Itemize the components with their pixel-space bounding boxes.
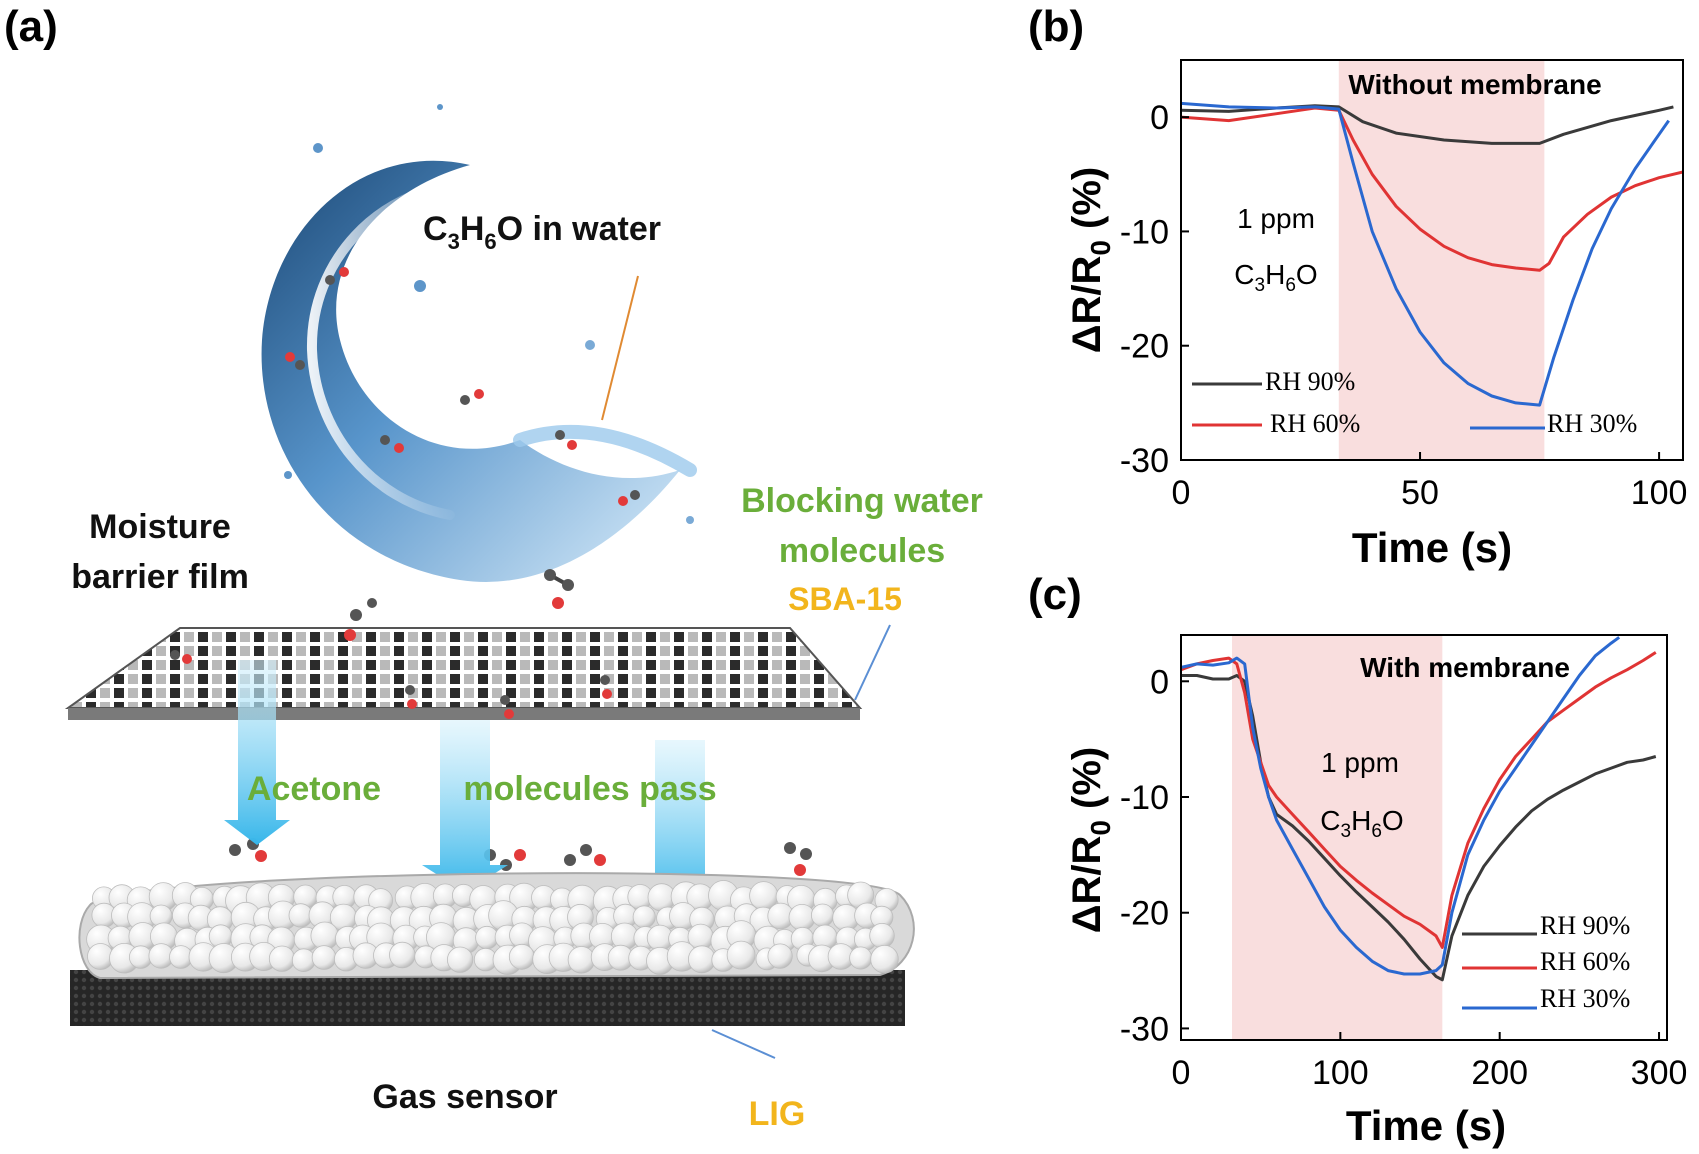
c-x-tick-label: 200 — [1471, 1054, 1528, 1092]
moisture-barrier-label-line1: Moisture — [89, 508, 231, 546]
b-x-tick-label: 50 — [1401, 474, 1439, 512]
moisture-barrier-film-mesh — [64, 627, 863, 720]
lig-label: LIG — [749, 1095, 806, 1133]
chart-b-frame — [1180, 59, 1684, 461]
c-y-tick-label: -10 — [1120, 779, 1169, 817]
chart-c-legend: RH 90% RH 60% RH 30% — [1462, 911, 1630, 1013]
blocking-water-label-line1: Blocking water — [741, 482, 983, 520]
nanoparticle — [788, 904, 816, 931]
sba15-label: SBA-15 — [788, 581, 902, 617]
chart-b-y-ticks: 0 -10 -20 -30 — [1120, 99, 1189, 480]
nanoparticle — [849, 946, 873, 970]
lig-pointer — [711, 1029, 776, 1059]
b-y-tick-label: 0 — [1150, 99, 1169, 137]
c-y-tick-label: -30 — [1120, 1010, 1169, 1048]
nanoparticle — [389, 941, 416, 969]
chart-c-annotation-conc: 1 ppm — [1321, 747, 1399, 778]
c-x-tick-label: 0 — [1172, 1054, 1191, 1092]
acetone-label: Acetone — [247, 770, 381, 808]
chart-c-y-label: ΔR/R0 (%) — [1065, 747, 1116, 934]
moisture-barrier-label-line2: barrier film — [71, 558, 249, 596]
chart-b-annotation-conc: 1 ppm — [1237, 203, 1315, 234]
chart-b-x-label: Time (s) — [1352, 524, 1512, 571]
acetone-pass-arrows — [224, 660, 722, 908]
chart-c-x-label: Time (s) — [1346, 1102, 1506, 1149]
water-splash — [261, 104, 697, 582]
b-x-tick-label: 100 — [1631, 474, 1688, 512]
c-x-tick-label: 300 — [1631, 1054, 1688, 1092]
chart-c-series — [1181, 636, 1657, 982]
sba15-pointer — [854, 624, 891, 701]
chart-b-shaded-interval — [1338, 60, 1545, 460]
nanoparticle — [870, 945, 899, 974]
nanoparticle — [268, 945, 296, 972]
b-x-tick-label: 0 — [1172, 474, 1191, 512]
blocking-water-label-line2: molecules — [779, 532, 945, 570]
chart-c-annotation-gas: C3H6O — [1320, 805, 1403, 842]
nanoparticles — [86, 880, 899, 975]
nanoparticle — [767, 943, 793, 969]
chart-b-legend: RH 90% RH 60% RH 30% — [1192, 367, 1637, 438]
gas-sensor-stack — [70, 872, 915, 1026]
nanoparticle — [688, 945, 716, 974]
acetone-molecules — [170, 267, 812, 876]
nanoparticle — [508, 943, 535, 970]
chart-c-legend-rh90: RH 90% — [1540, 911, 1630, 940]
c-y-tick-label: -20 — [1120, 895, 1169, 933]
chart-b-y-label: ΔR/R0 (%) — [1065, 167, 1116, 354]
c-series-60 — [1181, 651, 1657, 949]
b-y-tick-label: -10 — [1120, 213, 1169, 251]
panel-label-b: (b) — [1028, 2, 1085, 51]
chart-b-series — [1181, 101, 1683, 407]
chart-b-annotation-gas: C3H6O — [1234, 259, 1317, 296]
chart-b: 0 50 100 0 -10 -20 -30 Without membrane 1 ppm… — [1065, 59, 1688, 571]
gas-sensor-label: Gas sensor — [372, 1078, 557, 1116]
c-series-30 — [1181, 636, 1621, 976]
lig-layer — [70, 970, 905, 1026]
nanoparticle — [311, 945, 337, 970]
c-x-tick-label: 100 — [1312, 1054, 1369, 1092]
chart-c-y-ticks: 0 -10 -20 -30 — [1120, 663, 1189, 1048]
nanoparticle — [567, 946, 596, 974]
chart-b-legend-rh90: RH 90% — [1265, 367, 1355, 396]
molecules-pass-label: molecules pass — [463, 770, 716, 808]
chart-c-x-ticks: 0 100 200 300 — [1172, 1032, 1688, 1092]
chart-b-x-ticks: 0 50 100 — [1172, 452, 1688, 512]
chart-c-legend-rh30: RH 30% — [1540, 984, 1630, 1013]
pointer-line — [601, 275, 639, 421]
c-y-tick-label: 0 — [1150, 663, 1169, 701]
chart-c-shaded-interval — [1231, 635, 1443, 1040]
chart-c: 0 100 200 300 0 -10 -20 -30 With membrane 1 pp… — [1065, 634, 1688, 1149]
panel-label-c: (c) — [1028, 570, 1082, 619]
chart-b-annotation-title: Without membrane — [1348, 69, 1601, 100]
nanoparticle — [810, 903, 835, 927]
nanoparticle — [726, 940, 756, 970]
chart-c-annotation-title: With membrane — [1360, 652, 1570, 683]
panel-label-a: (a) — [4, 2, 58, 51]
nanoparticle — [291, 948, 316, 972]
nanoparticle — [869, 923, 895, 949]
chart-c-legend-rh60: RH 60% — [1540, 947, 1630, 976]
nanoparticle — [446, 946, 474, 973]
chart-b-legend-rh60: RH 60% — [1270, 409, 1360, 438]
chart-c-frame — [1180, 634, 1668, 1041]
schematic-panel-a: C3H6O in water Moisture barrier film Blo… — [64, 104, 983, 1133]
nanoparticle — [632, 905, 656, 929]
b-y-tick-label: -30 — [1120, 442, 1169, 480]
b-y-tick-label: -20 — [1120, 328, 1169, 366]
solution-label: C3H6O in water — [423, 210, 661, 254]
b-series-30 — [1181, 101, 1670, 407]
chart-b-legend-rh30: RH 30% — [1547, 409, 1637, 438]
